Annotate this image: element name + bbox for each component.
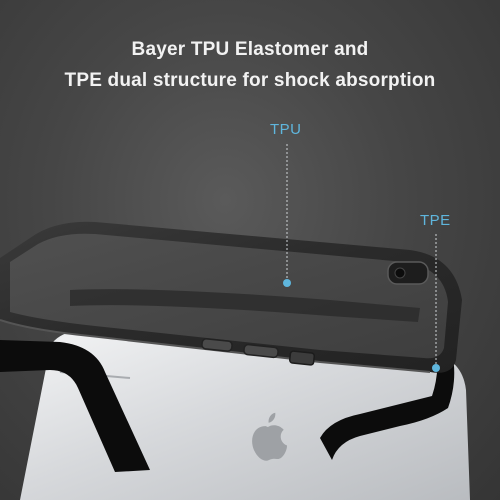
tpu-callout-label: TPU bbox=[270, 121, 302, 138]
case-button bbox=[201, 338, 233, 352]
camera-icon bbox=[387, 261, 429, 285]
headline: Bayer TPU Elastomer and TPE dual structu… bbox=[0, 34, 500, 96]
tpe-callout-dot bbox=[432, 364, 440, 372]
tpe-callout-label: TPE bbox=[420, 212, 451, 229]
case-button bbox=[243, 343, 279, 359]
tpu-case bbox=[0, 221, 462, 373]
callout-leaders bbox=[283, 144, 440, 372]
headline-line-2: TPE dual structure for shock absorption bbox=[64, 70, 436, 91]
tpu-callout-dot bbox=[283, 279, 291, 287]
headline-line-1: Bayer TPU Elastomer and bbox=[131, 39, 369, 60]
tpe-bumper bbox=[0, 340, 455, 472]
case-button bbox=[288, 350, 316, 366]
apple-logo-icon bbox=[252, 412, 287, 461]
